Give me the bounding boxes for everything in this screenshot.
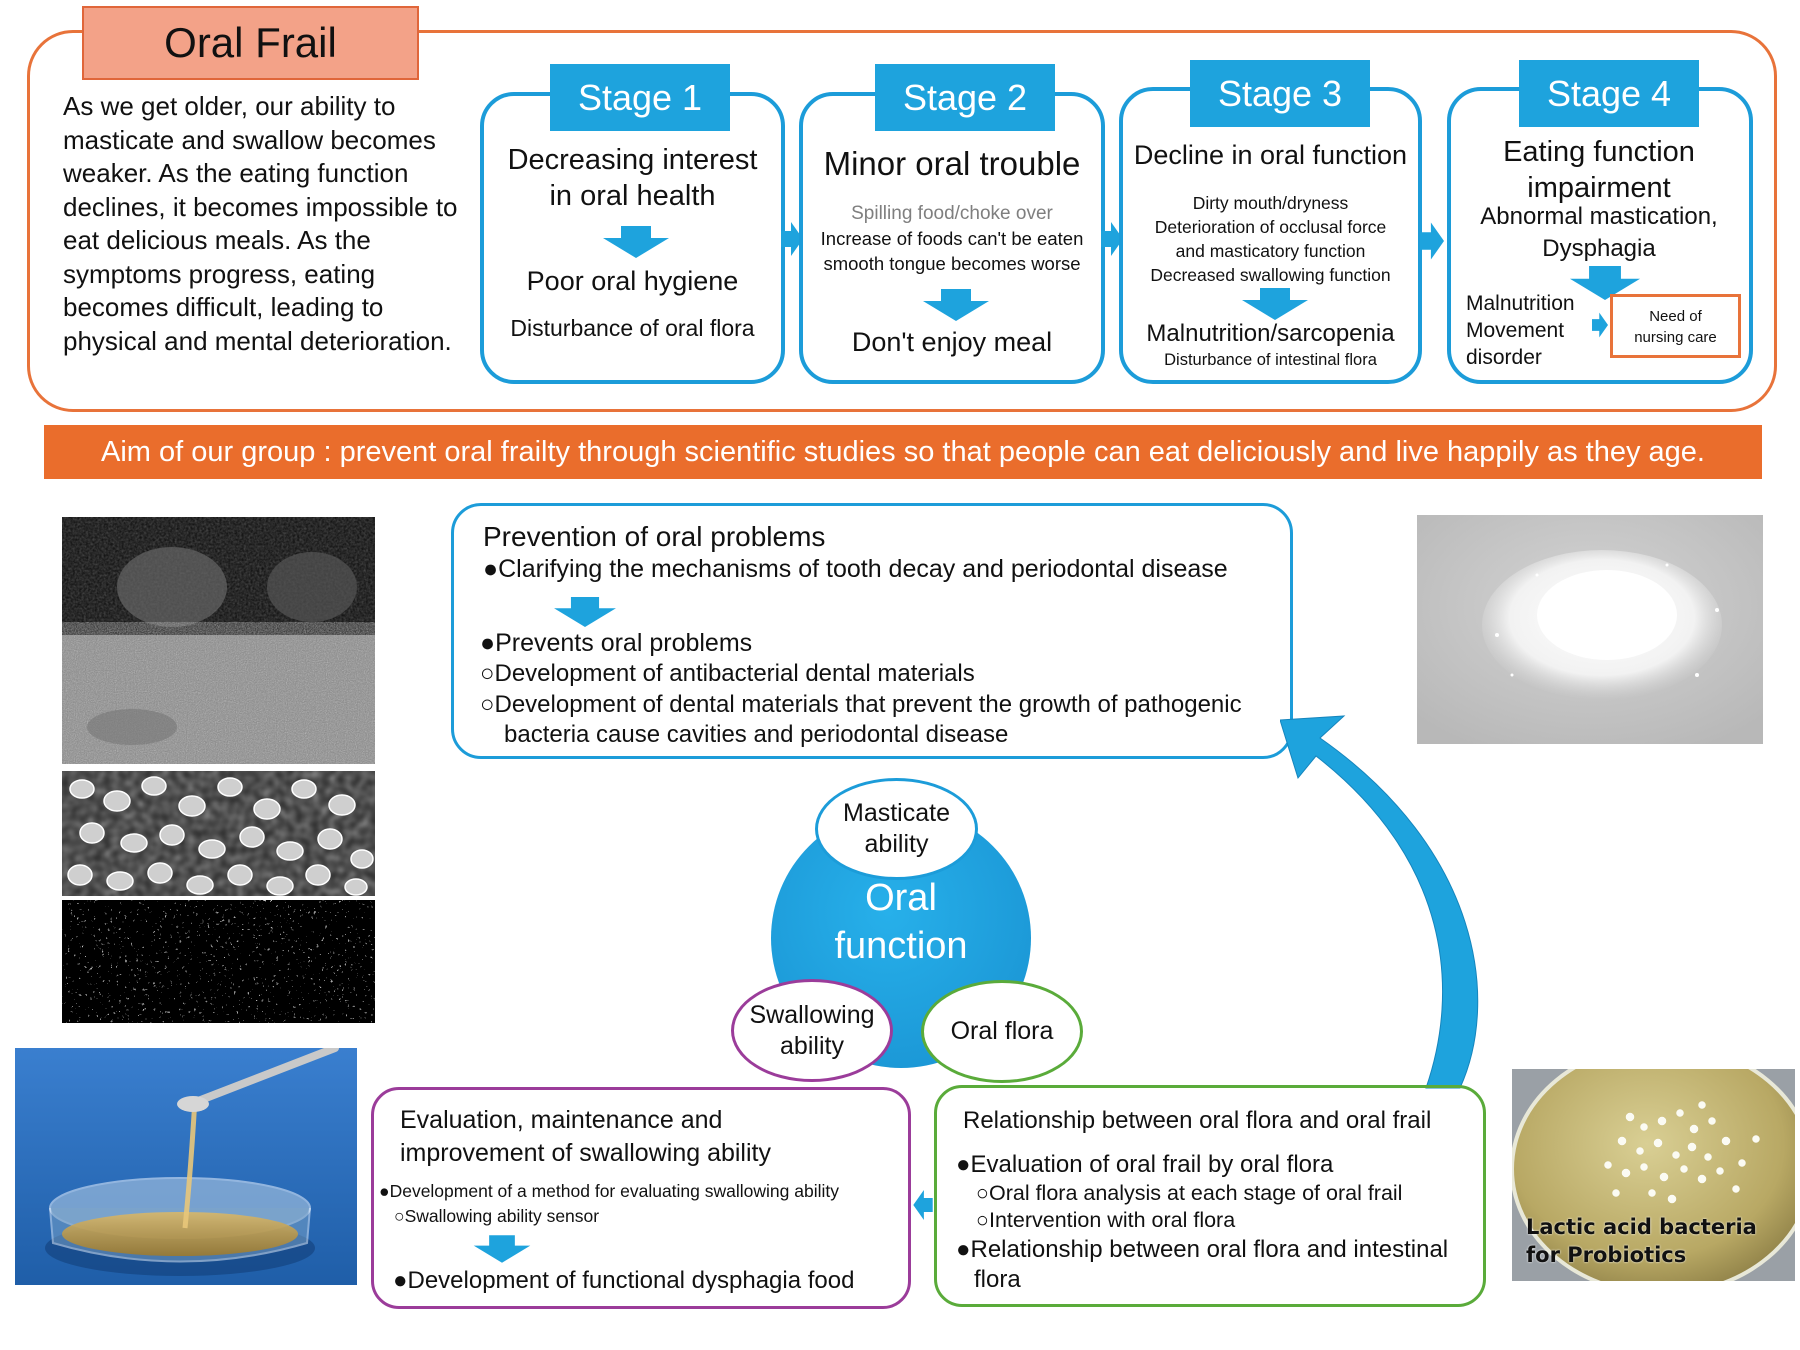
swallowing-box xyxy=(371,1087,911,1309)
prevention-box xyxy=(451,503,1293,759)
lactic-acid-bacteria-photo xyxy=(1512,1069,1795,1281)
oral-frail-title: Oral Frail xyxy=(82,6,419,80)
stage-1-heading-line: Decreasing interest xyxy=(507,144,758,176)
swallowing-title-line: improvement of swallowing ability xyxy=(400,1139,771,1167)
flora-bullet-2-cont: flora xyxy=(974,1266,1021,1293)
stage-3-detail-line: Decreased swallowing function xyxy=(1150,265,1391,285)
prevention-bullet-2: ●Prevents oral problems xyxy=(480,629,753,657)
stage-1-heading: Decreasing interest in oral health xyxy=(484,142,781,214)
flora-sub-2: ○Intervention with oral flora xyxy=(976,1208,1236,1232)
stage-2-details: Increase of foods can't be eaten smooth … xyxy=(803,226,1101,276)
swallowing-bullet-1: ●Development of a method for evaluating … xyxy=(379,1181,839,1201)
petri-label-line: for Probiotics xyxy=(1526,1243,1687,1267)
stage-3-heading: Decline in oral function xyxy=(1133,140,1408,170)
oral-flora-box xyxy=(934,1085,1486,1307)
stage-4-left-line: Malnutrition xyxy=(1466,292,1575,315)
stage-4-heading-line: Eating function xyxy=(1503,136,1695,168)
sem-image-biofilm xyxy=(62,517,375,764)
aim-banner: Aim of our group : prevent oral frailty … xyxy=(44,425,1762,479)
sem-image-crystals xyxy=(62,900,375,1023)
stage-1-down-arrow xyxy=(603,226,669,258)
prevention-bullet-1: ●Clarifying the mechanisms of tooth deca… xyxy=(483,555,1228,583)
stage-3-4-arrow xyxy=(1420,222,1444,260)
masticate-line: Masticate xyxy=(843,799,950,827)
stage-3-down-arrow xyxy=(1242,288,1308,320)
stage-2-label: Stage 2 xyxy=(875,64,1055,131)
stage-3-label: Stage 3 xyxy=(1190,60,1370,127)
stage-4-details: Abnormal mastication, Dysphagia xyxy=(1451,201,1747,265)
stage-2-result: Don't enjoy meal xyxy=(851,327,1053,357)
masticate-line: ability xyxy=(864,830,929,858)
stage-2-detail-line: smooth tongue becomes worse xyxy=(823,253,1081,274)
stage-4-label: Stage 4 xyxy=(1519,60,1699,127)
prevention-sub-2-cont: bacteria cause cavities and periodontal … xyxy=(504,721,1009,748)
swallowing-box-title: Evaluation, maintenance and improvement … xyxy=(400,1104,771,1170)
swallowing-line: ability xyxy=(780,1031,844,1060)
flora-sub-1: ○Oral flora analysis at each stage of or… xyxy=(976,1181,1403,1205)
dysphagia-jelly-photo xyxy=(15,1048,357,1285)
oral-flora-label: Oral flora xyxy=(950,1017,1054,1045)
cycle-curved-arrow xyxy=(1280,715,1479,1089)
stage-4-detail-line: Abnormal mastication, xyxy=(1480,203,1718,230)
stage-4-left-line: disorder xyxy=(1466,346,1542,369)
stage-1-heading-line: in oral health xyxy=(549,180,716,212)
flora-to-swallowing-arrow xyxy=(913,1190,933,1220)
stage-3-result: Malnutrition/sarcopenia xyxy=(1146,320,1395,347)
stage-4-down-arrow xyxy=(1569,266,1641,300)
swallowing-title-line: Evaluation, maintenance and xyxy=(400,1106,723,1134)
oral-flora-bubble: Oral flora xyxy=(921,980,1083,1083)
stage-4-heading-line: impairment xyxy=(1527,172,1671,204)
stage-4-heading: Eating function impairment xyxy=(1451,134,1747,206)
prevention-down-arrow xyxy=(554,597,616,627)
stage-4-detail-line: Dysphagia xyxy=(1542,235,1656,262)
swallowing-line: Swallowing xyxy=(749,1000,875,1029)
stage-2-heading: Minor oral trouble xyxy=(823,145,1081,182)
stage-3-details: Dirty mouth/dryness Deterioration of occ… xyxy=(1123,191,1418,287)
stage-3-detail-line: Deterioration of occlusal force xyxy=(1154,217,1387,237)
sem-image-bacteria xyxy=(62,771,375,896)
prevention-sub-2: ○Development of dental materials that pr… xyxy=(480,691,1242,718)
stage-1-2-arrow xyxy=(781,222,803,256)
stage-4-right-arrow xyxy=(1592,312,1608,338)
nursing-care-line: Need of xyxy=(1649,308,1702,325)
petri-label-line: Lactic acid bacteria xyxy=(1526,1215,1757,1239)
stage-4-left-text: Malnutrition Movement disorder xyxy=(1466,290,1575,371)
swallowing-bullet-2: ●Development of functional dysphagia foo… xyxy=(393,1267,855,1294)
swallowing-down-arrow xyxy=(473,1235,531,1263)
flora-bullet-2: ●Relationship between oral flora and int… xyxy=(956,1236,1449,1263)
swallowing-ability-bubble: Swallowing ability xyxy=(731,979,893,1082)
stage-2-3-arrow xyxy=(1101,222,1123,256)
flora-box-title: Relationship between oral flora and oral… xyxy=(963,1107,1432,1134)
intro-text: As we get older, our ability to masticat… xyxy=(63,91,458,356)
oral-function-label: Oral function xyxy=(771,874,1031,970)
prevention-sub-1: ○Development of antibacterial dental mat… xyxy=(480,660,975,687)
oral-frail-frame xyxy=(27,30,1777,412)
nursing-care-box: Need of nursing care xyxy=(1610,294,1741,358)
stage-1-label: Stage 1 xyxy=(550,64,730,131)
oral-function-line: Oral xyxy=(865,877,937,919)
swallowing-sub-1: ○Swallowing ability sensor xyxy=(394,1206,600,1226)
masticate-ability-bubble: Masticate ability xyxy=(815,778,978,880)
stage-2-detail-line: Increase of foods can't be eaten xyxy=(820,228,1084,249)
stage-3-detail-line: and masticatory function xyxy=(1175,241,1366,261)
flora-bullet-1: ●Evaluation of oral frail by oral flora xyxy=(956,1151,1334,1178)
oral-function-line: function xyxy=(834,925,968,967)
stage-1-sub: Disturbance of oral flora xyxy=(510,315,755,341)
stage-4-left-line: Movement xyxy=(1466,319,1565,342)
prevention-title: Prevention of oral problems xyxy=(483,521,826,552)
stage-2-gray-line: Spilling food/choke over xyxy=(851,203,1053,224)
stage-1-result: Poor oral hygiene xyxy=(526,266,739,296)
stage-2-down-arrow xyxy=(923,289,989,321)
stage-3-detail-line: Dirty mouth/dryness xyxy=(1192,193,1349,213)
nursing-care-line: nursing care xyxy=(1634,329,1717,346)
lactic-acid-bacteria-label: Lactic acid bacteria for Probiotics xyxy=(1526,1213,1757,1269)
salt-crystals-photo xyxy=(1417,515,1763,744)
stage-3-sub: Disturbance of intestinal flora xyxy=(1164,351,1377,369)
